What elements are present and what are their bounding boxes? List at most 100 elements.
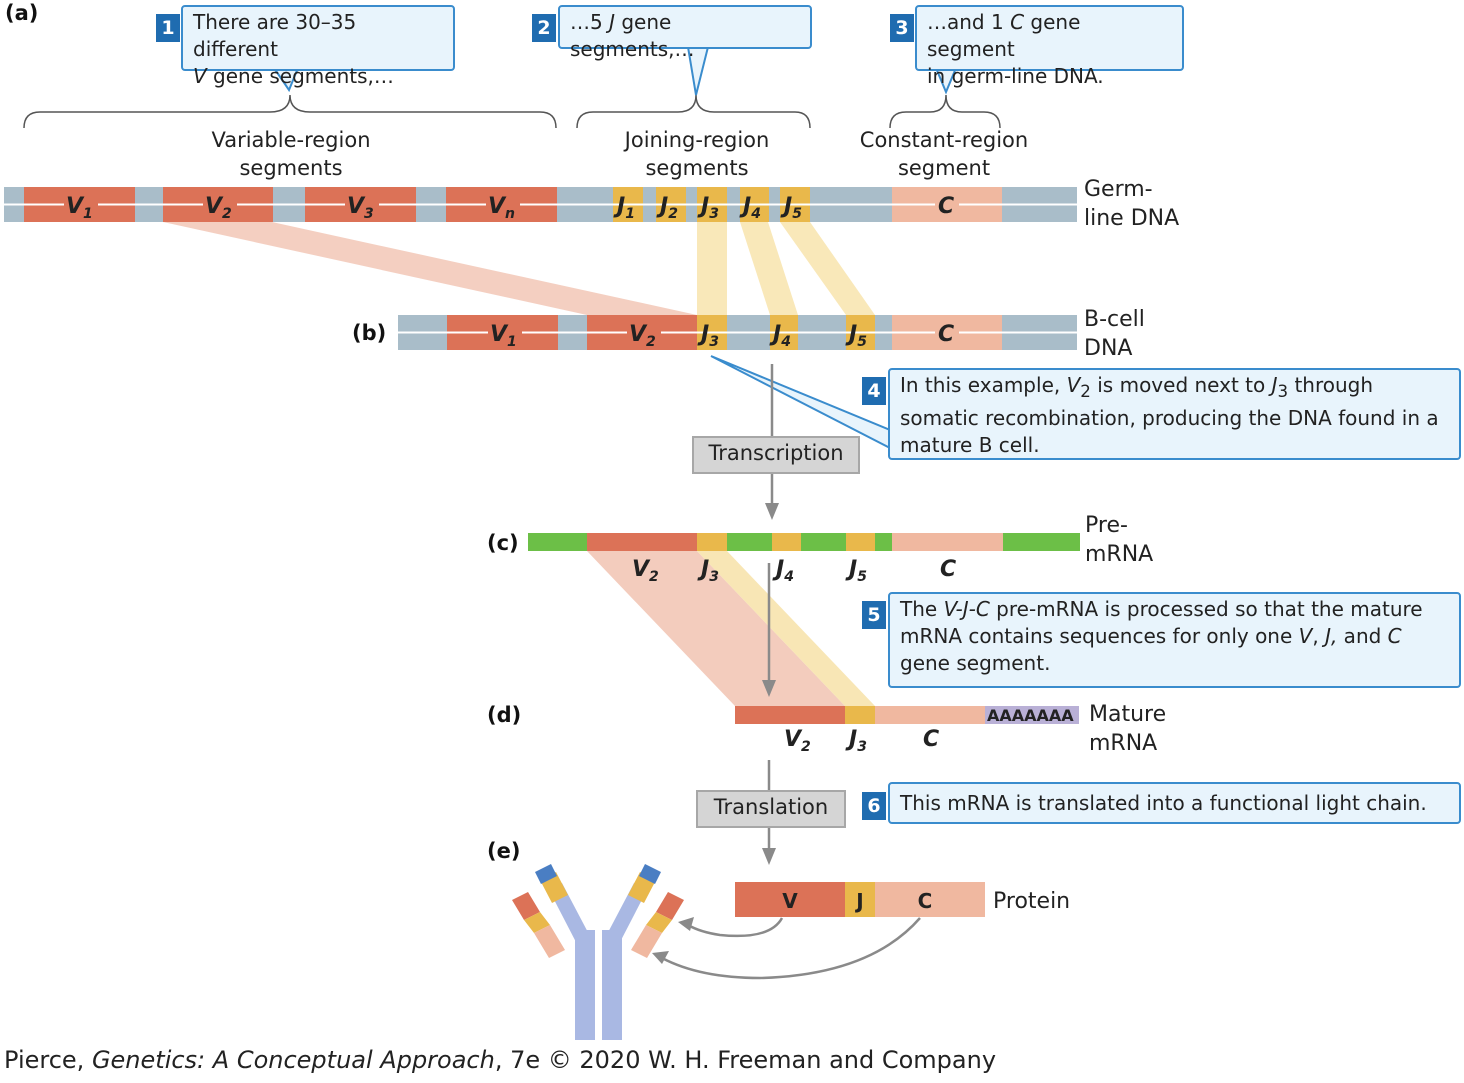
bcell-c-label: C — [935, 321, 959, 347]
v-to-antibody-arrow — [678, 917, 784, 938]
mature-v2-label: V2 — [784, 727, 811, 755]
bcell-dna-label-line2: DNA — [1084, 336, 1132, 361]
translation-arrow — [762, 760, 776, 865]
constant-region-brace — [889, 94, 1001, 129]
poly-a-tail: AAAAAAA — [987, 706, 1074, 725]
germline-dna-bar — [4, 187, 1077, 222]
germline-dna-label-line1: Germ- — [1084, 177, 1153, 202]
bcell-j4-label: J4 — [769, 322, 791, 350]
protein-bar — [735, 882, 985, 917]
svg-text:J4: J4 — [769, 322, 791, 350]
joining-region-label-line2: segments — [645, 156, 748, 180]
bcell-v2-label: V2 — [627, 321, 661, 350]
transcription-arrow — [765, 364, 779, 520]
mature-mrna-label-line1: Mature — [1089, 702, 1166, 727]
constant-region-label-line1: Constant-region — [860, 128, 1028, 152]
processing-arrow — [762, 563, 776, 697]
svg-text:J2: J2 — [656, 194, 678, 222]
callout-2: …5 J gene segments,… — [558, 5, 812, 61]
germline-v1-label: V1 — [64, 193, 98, 222]
svg-text:C: C — [938, 322, 954, 347]
premrna-c-label: C — [940, 557, 956, 582]
c-to-antibody-arrow — [652, 917, 921, 980]
protein-j-label: J — [854, 889, 863, 913]
mature-mrna-label-line2: mRNA — [1089, 731, 1157, 756]
protein-label: Protein — [993, 889, 1070, 914]
premrna-label-line1: Pre- — [1085, 513, 1128, 538]
panel-label-b: (b) — [352, 321, 386, 345]
svg-text:V2: V2 — [629, 322, 656, 350]
premrna-v2-label: V2 — [632, 557, 659, 585]
mature-c-label: C — [923, 727, 939, 752]
svg-text:J3: J3 — [697, 322, 719, 350]
callout-4: In this example, V2 is moved next to J3 … — [888, 368, 1461, 460]
svg-text:V2: V2 — [205, 194, 232, 222]
germline-j4-label: J4 — [739, 194, 761, 222]
callout-3-line2: in germ-line DNA. — [927, 64, 1104, 88]
premrna-label-line2: mRNA — [1085, 542, 1153, 567]
germline-c-label: C — [935, 193, 959, 219]
callout-2-number: 2 — [532, 14, 556, 42]
germline-j1-label: J1 — [613, 194, 635, 222]
mature-mrna-bar — [735, 706, 1079, 724]
v2-mapping-band — [163, 222, 697, 315]
j5-mapping-band — [780, 222, 875, 315]
bcell-j3-label: J3 — [697, 322, 719, 350]
premrna-j4-label: J4 — [772, 557, 794, 585]
svg-text:Vn: Vn — [488, 194, 515, 222]
bcell-dna-label-line1: B-cell — [1084, 307, 1145, 332]
j3-mapping-band — [697, 222, 727, 315]
callout-4-number: 4 — [862, 377, 886, 405]
premrna-j5-label: J5 — [845, 557, 867, 585]
svg-text:J5: J5 — [845, 322, 867, 350]
variable-region-label-line2: segments — [239, 156, 342, 180]
premrna-j3-label: J3 — [697, 557, 719, 585]
joining-region-brace — [576, 94, 811, 129]
antibody-illustration — [512, 864, 684, 1040]
variable-region-label-line1: Variable-region — [211, 128, 370, 152]
transcription-step-box: Transcription — [692, 436, 860, 474]
premrna-bar — [528, 533, 1080, 551]
premrna-j3-to-mature-band — [697, 551, 875, 706]
joining-region-label-line1: Joining-region — [623, 128, 770, 152]
germline-j3-label: J3 — [697, 194, 719, 222]
callout-3-number: 3 — [890, 14, 914, 42]
callout-5-number: 5 — [862, 601, 886, 629]
protein-c-label: C — [918, 889, 933, 913]
premrna-v2-to-mature-band — [587, 551, 845, 706]
callout-1: There are 30–35 different V gene segment… — [181, 5, 455, 88]
panel-label-d: (d) — [487, 703, 521, 727]
j4-mapping-band — [740, 222, 798, 315]
callout-3: …and 1 C gene segment in germ-line DNA. — [915, 5, 1184, 88]
germline-v2-label: V2 — [203, 193, 237, 222]
callout-6-number: 6 — [862, 792, 886, 820]
svg-text:C: C — [938, 194, 954, 219]
bcell-v1-label: V1 — [488, 321, 522, 350]
panel-label-c: (c) — [487, 531, 519, 555]
germline-dna-label-line2: line DNA — [1084, 206, 1179, 231]
germline-v3-label: V3 — [345, 193, 379, 222]
germline-j5-label: J5 — [780, 194, 802, 222]
translation-step-box: Translation — [696, 790, 846, 828]
variable-region-brace — [23, 94, 557, 129]
svg-text:V1: V1 — [66, 194, 93, 222]
svg-text:J5: J5 — [780, 194, 802, 222]
callout-6: This mRNA is translated into a functiona… — [888, 782, 1461, 824]
callout-3-line1: …and 1 C gene segment — [927, 10, 1081, 61]
panel-label-e: (e) — [487, 839, 520, 863]
figure-credit: Pierce, Genetics: A Conceptual Approach,… — [4, 1046, 997, 1074]
callout-5: The V-J-C pre-mRNA is processed so that … — [888, 592, 1461, 688]
callout-1-number: 1 — [156, 14, 180, 42]
germline-j2-label: J2 — [656, 194, 678, 222]
svg-text:V3: V3 — [347, 194, 374, 222]
callout-1-line1: There are 30–35 different — [193, 10, 357, 61]
svg-text:J4: J4 — [739, 194, 761, 222]
mature-j3-label: J3 — [845, 727, 867, 755]
bcell-j5-label: J5 — [845, 322, 867, 350]
constant-region-label-line2: segment — [898, 156, 990, 180]
protein-v-label: V — [782, 889, 798, 913]
svg-text:J3: J3 — [697, 194, 719, 222]
svg-text:J1: J1 — [613, 194, 635, 222]
callout-1-line2: V gene segments,… — [193, 64, 394, 88]
